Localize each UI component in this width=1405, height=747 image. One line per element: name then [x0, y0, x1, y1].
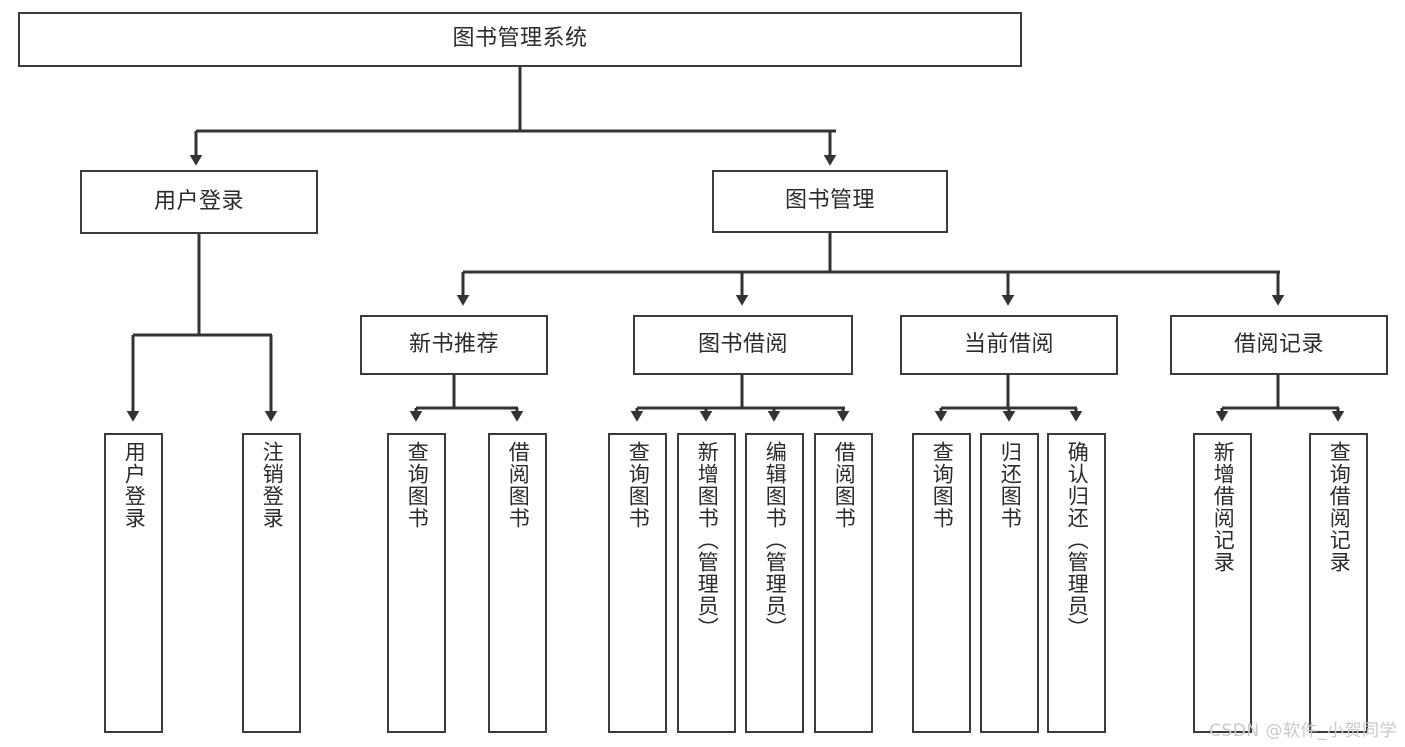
node-label: 图书管理	[784, 188, 875, 214]
leaf-query-book-1[interactable]: 查询图书	[387, 433, 446, 733]
leaf-edit-book[interactable]: 编辑图书（管理员）	[745, 433, 804, 733]
leaf-label: 归还图书	[998, 441, 1023, 529]
node-current-borrow[interactable]: 当前借阅	[900, 315, 1118, 375]
node-book-manage[interactable]: 图书管理	[712, 170, 948, 233]
leaf-logout-login[interactable]: 注销登录	[242, 433, 301, 733]
leaf-borrow-book-2[interactable]: 借阅图书	[814, 433, 873, 733]
leaf-label: 编辑图书（管理员）	[763, 441, 788, 639]
node-label: 借阅记录	[1233, 331, 1324, 357]
node-book-borrow[interactable]: 图书借阅	[633, 315, 853, 375]
node-borrow-record[interactable]: 借阅记录	[1170, 315, 1388, 375]
leaf-query-book-3[interactable]: 查询图书	[912, 433, 971, 733]
leaf-confirm-return[interactable]: 确认归还（管理员）	[1047, 433, 1106, 733]
leaf-label: 新增图书（管理员）	[695, 441, 720, 639]
node-root-system[interactable]: 图书管理系统	[18, 12, 1022, 67]
leaf-return-book[interactable]: 归还图书	[980, 433, 1039, 733]
leaf-add-book[interactable]: 新增图书（管理员）	[677, 433, 736, 733]
leaf-label: 查询图书	[930, 441, 955, 529]
node-label: 图书借阅	[697, 331, 788, 357]
node-label: 图书管理系统	[452, 26, 588, 52]
node-label: 新书推荐	[408, 331, 499, 357]
node-new-book-recommend[interactable]: 新书推荐	[360, 315, 548, 375]
leaf-label: 查询借阅记录	[1327, 441, 1352, 573]
leaf-add-record[interactable]: 新增借阅记录	[1193, 433, 1252, 733]
leaf-label: 用户登录	[122, 441, 147, 529]
leaf-query-record[interactable]: 查询借阅记录	[1309, 433, 1368, 733]
leaf-user-login[interactable]: 用户登录	[104, 433, 163, 733]
leaf-label: 借阅图书	[832, 441, 857, 529]
leaf-borrow-book-1[interactable]: 借阅图书	[488, 433, 547, 733]
node-user-login[interactable]: 用户登录	[80, 170, 318, 234]
leaf-label: 新增借阅记录	[1211, 441, 1236, 573]
node-label: 当前借阅	[963, 331, 1054, 357]
leaf-label: 查询图书	[626, 441, 651, 529]
leaf-query-book-2[interactable]: 查询图书	[608, 433, 667, 733]
leaf-label: 借阅图书	[506, 441, 531, 529]
node-label: 用户登录	[153, 188, 244, 214]
leaf-label: 查询图书	[405, 441, 430, 529]
csdn-watermark: CSDN @软件_小贺同学	[1209, 721, 1397, 741]
leaf-label: 注销登录	[260, 441, 285, 529]
leaf-label: 确认归还（管理员）	[1065, 441, 1090, 639]
